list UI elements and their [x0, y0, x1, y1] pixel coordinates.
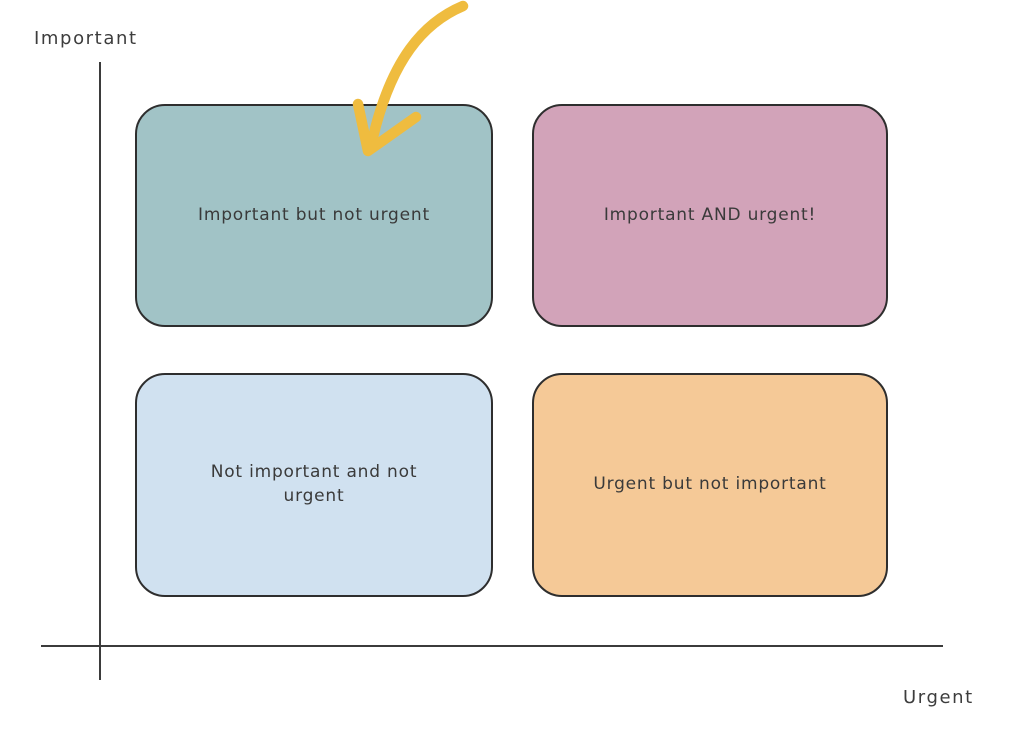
quadrant-important-and-urgent: Important AND urgent!: [532, 104, 888, 327]
y-axis-label: Important: [34, 28, 138, 49]
quadrant-label: Urgent but not important: [593, 474, 827, 495]
quadrant-label: Not important and not urgent: [210, 462, 418, 506]
x-axis-label: Urgent: [903, 687, 974, 708]
quadrant-important-not-urgent: Important but not urgent: [135, 104, 493, 327]
quadrant-urgent-not-important: Urgent but not important: [532, 373, 888, 597]
quadrant-not-important-not-urgent: Not important and not urgent: [135, 373, 493, 597]
y-axis-line: [99, 62, 101, 680]
x-axis-line: [41, 645, 943, 647]
quadrant-label: Important but not urgent: [198, 204, 430, 225]
quadrant-label: Important AND urgent!: [603, 204, 817, 225]
